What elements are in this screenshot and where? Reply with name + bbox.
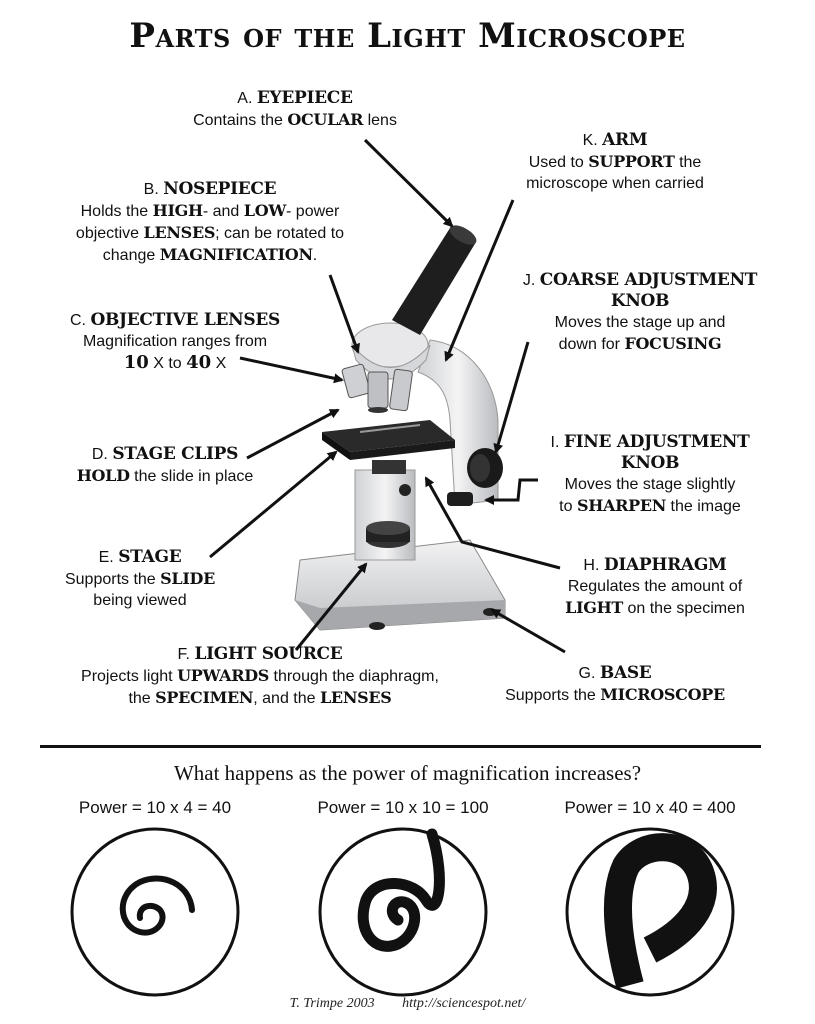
label-stage-clips: D. STAGE CLIPS HOLD the slide in place bbox=[76, 444, 254, 485]
label-base: G. BASE Supports the MICROSCOPE bbox=[505, 663, 725, 704]
label-stage: E. STAGE Supports the SLIDE being viewed bbox=[64, 547, 216, 609]
view-circle-100 bbox=[318, 827, 488, 997]
power-label-40: Power = 10 x 4 = 40 bbox=[78, 798, 232, 817]
label-arm: K. ARM Used to SUPPORT the microscope wh… bbox=[526, 130, 704, 192]
view-circle-400 bbox=[565, 827, 735, 997]
label-fine-adjustment-knob: I. FINE ADJUSTMENT KNOB Moves the stage … bbox=[550, 432, 750, 515]
label-objective-lenses: C. OBJECTIVE LENSES Magnification ranges… bbox=[70, 310, 280, 373]
label-eyepiece: A. EYEPIECE Contains the OCULAR lens bbox=[193, 88, 397, 129]
eyepiece-tube bbox=[392, 225, 477, 335]
footer: T. Trimpe 2003 http://sciencespot.net/ bbox=[0, 996, 815, 1012]
footer-author: T. Trimpe 2003 bbox=[289, 996, 375, 1011]
objective-lenses bbox=[341, 363, 413, 413]
magnification-question: What happens as the power of magnificati… bbox=[173, 761, 642, 785]
microscope-stage bbox=[322, 420, 455, 474]
adjustment-knobs bbox=[399, 448, 503, 506]
section-divider bbox=[40, 745, 761, 748]
label-diaphragm: H. DIAPHRAGM Regulates the amount of LIG… bbox=[565, 555, 745, 617]
pointer-arrows bbox=[209, 138, 566, 654]
footer-url: http://sciencespot.net/ bbox=[402, 996, 526, 1011]
power-label-100: Power = 10 x 10 = 100 bbox=[317, 798, 489, 817]
label-nosepiece: B. NOSEPIECE Holds the HIGH- and LOW- po… bbox=[75, 179, 345, 264]
label-coarse-adjustment-knob: J. COARSE ADJUSTMENT KNOB Moves the stag… bbox=[522, 270, 758, 353]
view-circle-40 bbox=[70, 827, 240, 997]
nosepiece bbox=[351, 322, 431, 380]
page-title: Parts of the Light Microscope bbox=[129, 16, 686, 56]
power-label-400: Power = 10 x 40 = 400 bbox=[564, 798, 736, 817]
light-source bbox=[366, 521, 410, 548]
label-light-source: F. LIGHT SOURCE Projects light UPWARDS t… bbox=[81, 644, 439, 707]
